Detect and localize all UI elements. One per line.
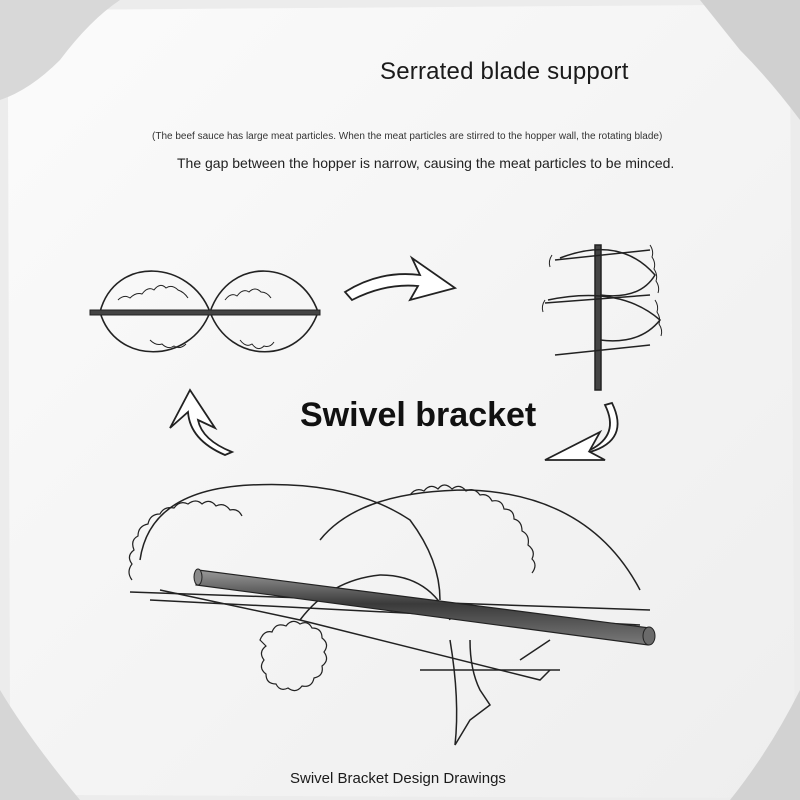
blade-side-view <box>89 270 321 353</box>
center-label: Swivel bracket <box>300 396 537 434</box>
swivel-bracket-drawing <box>128 483 656 746</box>
paper-curl-bottom-right <box>730 690 800 800</box>
arrow-right-icon <box>343 255 458 302</box>
page-title: Serrated blade support <box>380 58 629 85</box>
blade-vertical-view <box>541 244 663 391</box>
paper-curl-top-right <box>700 0 800 120</box>
figure-caption: Swivel Bracket Design Drawings <box>290 770 506 787</box>
paper-curl-top-left <box>0 0 120 100</box>
description-subtitle: The gap between the hopper is narrow, ca… <box>177 155 675 171</box>
arrow-down-left-icon <box>544 401 619 461</box>
description-note: (The beef sauce has large meat particles… <box>152 131 663 142</box>
paper-curl-bottom-left <box>0 690 80 800</box>
arrow-up-icon <box>169 388 235 456</box>
